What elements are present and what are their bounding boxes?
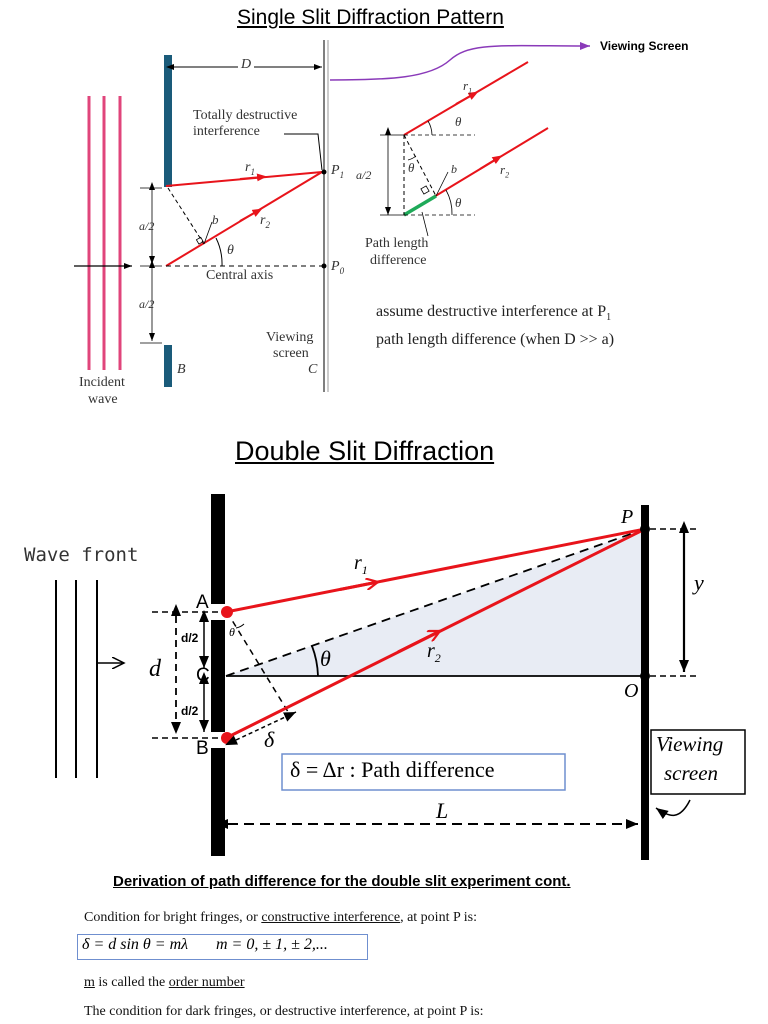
- viewing-screen-label-2: screen: [664, 761, 719, 785]
- point-P0: [321, 263, 327, 269]
- label-y: y: [694, 570, 704, 595]
- inset-label-theta-3: θ: [455, 195, 462, 210]
- order-number-link: order number: [168, 975, 245, 990]
- label-double-r1: r1: [354, 552, 368, 577]
- label-incident-1: Incident: [79, 375, 125, 390]
- ray-r2-arrow: [239, 208, 263, 222]
- equation-box: [77, 934, 368, 960]
- label-r1: r1: [245, 160, 255, 177]
- dark-condition: The condition for dark fringes, or destr…: [84, 1004, 484, 1019]
- destructive-leader: [284, 133, 323, 171]
- label-double-r2: r2: [427, 640, 441, 665]
- inset-path-length-2: difference: [370, 253, 427, 268]
- order-number-note: m is called the order number: [84, 975, 245, 990]
- label-double-theta: θ: [320, 646, 331, 671]
- dashed-perpendicular: [167, 187, 205, 245]
- label-P0: P0: [331, 259, 345, 276]
- label-d2-lower: d/2: [181, 704, 199, 718]
- inset-path-difference: [403, 194, 437, 217]
- label-d: d: [149, 656, 161, 682]
- label-a2-upper: a/2: [139, 219, 155, 233]
- theta-arc: [215, 237, 223, 267]
- right-angle-marker: [195, 236, 204, 245]
- inset-label-r1: r1: [463, 78, 473, 96]
- label-viewing-2: screen: [273, 346, 309, 361]
- inset-label-theta-2: θ: [408, 160, 415, 175]
- label-D: D: [238, 57, 255, 73]
- slit-barrier-bottom: [164, 345, 172, 387]
- single-slit-title: Single Slit Diffraction Pattern: [237, 6, 504, 29]
- inset-label-theta-1: θ: [455, 114, 462, 129]
- bright-condition: Condition for bright fringes, or constru…: [84, 910, 477, 925]
- inset-label-b: b: [451, 162, 457, 176]
- label-r2: r2: [260, 213, 270, 230]
- label-P: P: [621, 506, 634, 528]
- inset-path-length-1: Path length: [365, 236, 429, 251]
- label-a2-lower: a/2: [139, 297, 155, 311]
- label-b: b: [212, 212, 219, 227]
- label-small-theta: θ: [229, 625, 235, 639]
- inset-label-r2: r2: [500, 162, 510, 180]
- ray-r1-arrow: [239, 173, 267, 182]
- label-C: C: [196, 665, 210, 686]
- double-slit-title: Double Slit Diffraction: [235, 436, 495, 466]
- point-P1: [321, 169, 327, 175]
- b-leader: [203, 221, 213, 245]
- label-A: A: [196, 592, 209, 613]
- derivation-title: Derivation of path difference for the do…: [113, 873, 571, 890]
- label-O: O: [624, 680, 639, 702]
- constructive-interference-link: constructive interference: [261, 910, 401, 925]
- label-d2-upper: d/2: [181, 631, 199, 645]
- equation-order: m = 0, ± 1, ± 2,...: [216, 936, 328, 953]
- viewing-screen-callout: Viewing Screen: [600, 39, 689, 53]
- equation-main: δ = d sin θ = mλ: [82, 936, 189, 953]
- note-path-length: path length difference (when D >> a): [376, 331, 615, 348]
- label-theta: θ: [227, 243, 234, 258]
- path-difference-label: δ = Δr : Path difference: [290, 757, 495, 782]
- viewing-screen-callout-arrow: [329, 41, 591, 81]
- viewing-screen-label-1: Viewing: [656, 732, 724, 756]
- label-incident-2: wave: [88, 392, 118, 407]
- label-viewing-3: C: [308, 362, 318, 377]
- label-B-single: B: [177, 362, 186, 377]
- label-destructive-1: Totally destructive: [193, 108, 298, 123]
- note-destructive: assume destructive interference at P1: [376, 303, 612, 324]
- label-central-axis: Central axis: [206, 268, 274, 283]
- label-L: L: [436, 798, 449, 823]
- inset-label-a2: a/2: [356, 168, 372, 182]
- label-P1: P1: [331, 163, 345, 180]
- label-delta: δ: [264, 727, 275, 752]
- wave-front-label: Wave front: [24, 544, 139, 566]
- inset-dashed-perp: [403, 134, 437, 197]
- label-viewing-1: Viewing: [266, 330, 314, 345]
- label-B: B: [196, 738, 209, 759]
- slit-barrier-top: [164, 55, 172, 187]
- label-destructive-2: interference: [193, 124, 260, 139]
